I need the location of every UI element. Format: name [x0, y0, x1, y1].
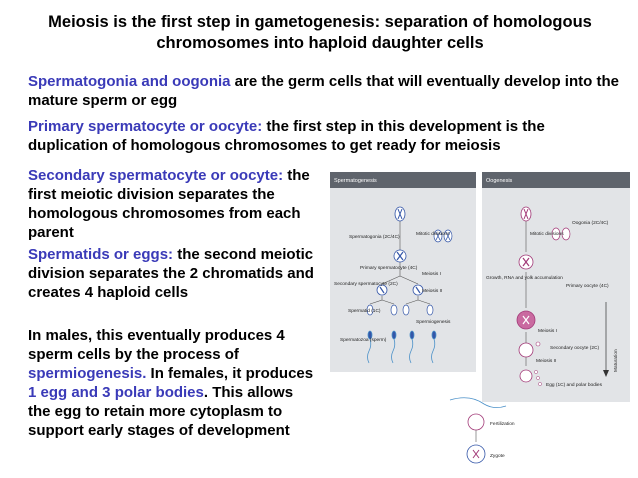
paragraph-germ-cells: Spermatogonia and oogonia are the germ c… [28, 72, 628, 110]
paragraph-text: are the germ cells that will eventually … [28, 73, 619, 109]
paragraph-secondary: Secondary spermatocyte or oocyte: the fi… [28, 166, 318, 242]
spermatogenesis-header: Spermatogenesis [334, 178, 377, 184]
label-zygote: Zygote [490, 453, 505, 459]
fertilization-group: Fertilization Zygote [449, 397, 515, 464]
label-meiosis-1: Meiosis I [422, 271, 441, 277]
label-growth: Growth, RNA and yolk accumulation [486, 275, 563, 281]
paragraph-text: In females, it produces [146, 365, 314, 382]
term-spermatogonia-oogonia: Spermatogonia and oogonia [28, 73, 231, 90]
label-primary-spermatocyte: Primary spermatocyte (4C) [360, 265, 418, 271]
label-fertilization: Fertilization [490, 421, 515, 427]
label-secondary-spermatocyte: Secondary spermatocyte (2C) [334, 281, 398, 287]
oogenesis-panel: Oogenesis Oogonia (2C/4C) Mitotic divisi… [482, 172, 630, 402]
label-primary-oocyte: Primary oocyte (4C) [566, 283, 609, 289]
spermatogenesis-panel: Spermatogenesis Spermatogonia (2C/4C) Mi… [330, 172, 476, 372]
label-maturation: Maturation [613, 349, 619, 372]
label-spermatogonia: Spermatogonia (2C/4C) [349, 234, 400, 240]
paragraph-text: the first meiotic division separates the… [28, 167, 310, 241]
paragraph-text: . This allows the egg to retain more cyt… [28, 384, 294, 439]
label-oogenesis-meiosis-2: Meiosis II [536, 358, 556, 364]
label-oogonia: Oogonia (2C/4C) [572, 220, 609, 226]
paragraph-spermatids: Spermatids or eggs: the second meiotic d… [28, 245, 318, 302]
term-spermiogenesis: spermiogenesis. [28, 365, 147, 382]
label-spermatid: Spermatid (1C) [348, 308, 381, 314]
label-spermatozoa: Spermatozoa (sperm) [340, 337, 387, 343]
slide-title: Meiosis is the first step in gametogenes… [48, 13, 592, 52]
paragraph-text: In males, this eventually produces 4 spe… [28, 327, 285, 363]
paragraph-text: the first step in this development is th… [28, 118, 545, 154]
term-spermatids: Spermatids or eggs: [28, 246, 174, 263]
label-oogenesis-meiosis-1: Meiosis I [538, 328, 557, 334]
paragraph-primary: Primary spermatocyte or oocyte: the firs… [28, 117, 628, 155]
term-primary: Primary spermatocyte or oocyte: [28, 118, 263, 135]
label-mitotic-divisions: Mitotic divisions [416, 231, 450, 237]
label-oogenesis-mitotic: Mitotic divisions [530, 231, 564, 237]
oogenesis-header: Oogenesis [486, 178, 513, 184]
label-meiosis-2: Meiosis II [422, 288, 442, 294]
paragraph-males-females: In males, this eventually produces 4 spe… [28, 326, 318, 440]
term-secondary: Secondary spermatocyte or oocyte: [28, 167, 284, 184]
paragraph-text: the second meiotic division separates th… [28, 246, 314, 301]
label-secondary-oocyte: Secondary oocyte (2C) [550, 345, 599, 351]
term-egg-polar-bodies: 1 egg and 3 polar bodies [28, 384, 204, 401]
label-spermiogenesis: Spermiogenesis [416, 319, 451, 325]
label-egg: Egg (1C) and polar bodies [546, 382, 603, 388]
gametogenesis-diagram: Spermatogenesis Spermatogonia (2C/4C) Mi… [330, 172, 630, 472]
